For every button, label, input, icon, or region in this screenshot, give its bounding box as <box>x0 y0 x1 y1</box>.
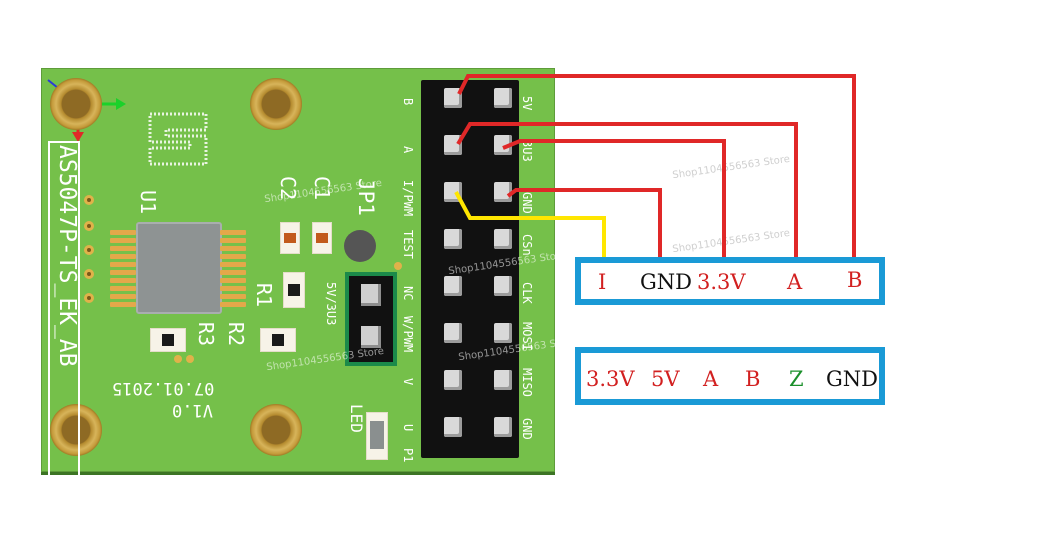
connector-bottom-label: 5V <box>651 367 680 391</box>
mounting-hole <box>250 404 302 456</box>
wire-gnd <box>506 188 662 262</box>
chip-pad <box>110 286 136 291</box>
capacitor-c2 <box>280 222 300 254</box>
header-pin <box>494 276 512 296</box>
connector-top-label: 3.3V <box>697 270 746 294</box>
header-pin <box>494 135 512 155</box>
chip-pad <box>220 254 246 259</box>
connector-top-label: GND <box>640 270 692 294</box>
connector-bottom-label: Z <box>789 367 804 391</box>
chip-pad <box>110 238 136 243</box>
connector-bottom-label: GND <box>826 367 878 391</box>
header-pin <box>494 88 512 108</box>
via-pads <box>84 195 94 303</box>
board-name-frame <box>48 141 80 481</box>
chip-pad <box>220 270 246 275</box>
u1-chip <box>136 222 222 314</box>
chip-pad <box>220 294 246 299</box>
mounting-hole <box>50 78 102 130</box>
resistor-r1 <box>283 272 305 308</box>
header-pin <box>494 370 512 390</box>
chip-pad <box>110 254 136 259</box>
chip-pad <box>110 262 136 267</box>
connector-bottom-label: A <box>703 367 719 391</box>
chip-pad <box>110 246 136 251</box>
connector-bottom-label: B <box>745 367 761 391</box>
chip-pad <box>110 230 136 235</box>
logo-mark <box>148 112 208 166</box>
connector-bottom <box>575 347 885 405</box>
led <box>366 412 388 460</box>
header-pin <box>444 323 462 343</box>
chip-pad <box>220 262 246 267</box>
power-jumper <box>345 272 397 366</box>
header-pin <box>444 417 462 437</box>
chip-pad <box>220 230 246 235</box>
connector-top-label: I <box>598 270 607 294</box>
wire-b <box>457 74 856 262</box>
chip-pad <box>220 278 246 283</box>
header-pin <box>494 323 512 343</box>
chip-pad <box>220 286 246 291</box>
connector-top-label: B <box>847 268 863 292</box>
wire-a <box>456 122 798 262</box>
connector-top <box>575 257 885 305</box>
chip-pad <box>220 238 246 243</box>
chip-pad <box>110 270 136 275</box>
header-pin <box>444 135 462 155</box>
small-pads <box>174 355 194 363</box>
chip-pad <box>110 302 136 307</box>
resistor-r2 <box>260 328 296 352</box>
header-pin <box>444 370 462 390</box>
connector-bottom-label: 3.3V <box>586 367 635 391</box>
capacitor-c1 <box>312 222 332 254</box>
jp1-pad <box>344 230 402 270</box>
wire-3v3 <box>502 139 726 262</box>
chip-pad <box>220 302 246 307</box>
header-pin <box>494 229 512 249</box>
chip-pad <box>110 294 136 299</box>
chip-pad <box>110 278 136 283</box>
resistor-r3 <box>150 328 186 352</box>
header-pin <box>494 417 512 437</box>
connector-top-label: A <box>787 270 803 294</box>
header-pin <box>444 276 462 296</box>
chip-pad <box>220 246 246 251</box>
wire-i <box>454 191 606 262</box>
mounting-hole <box>50 404 102 456</box>
header-pin <box>444 229 462 249</box>
mounting-hole <box>250 78 302 130</box>
header-pin <box>494 182 512 202</box>
